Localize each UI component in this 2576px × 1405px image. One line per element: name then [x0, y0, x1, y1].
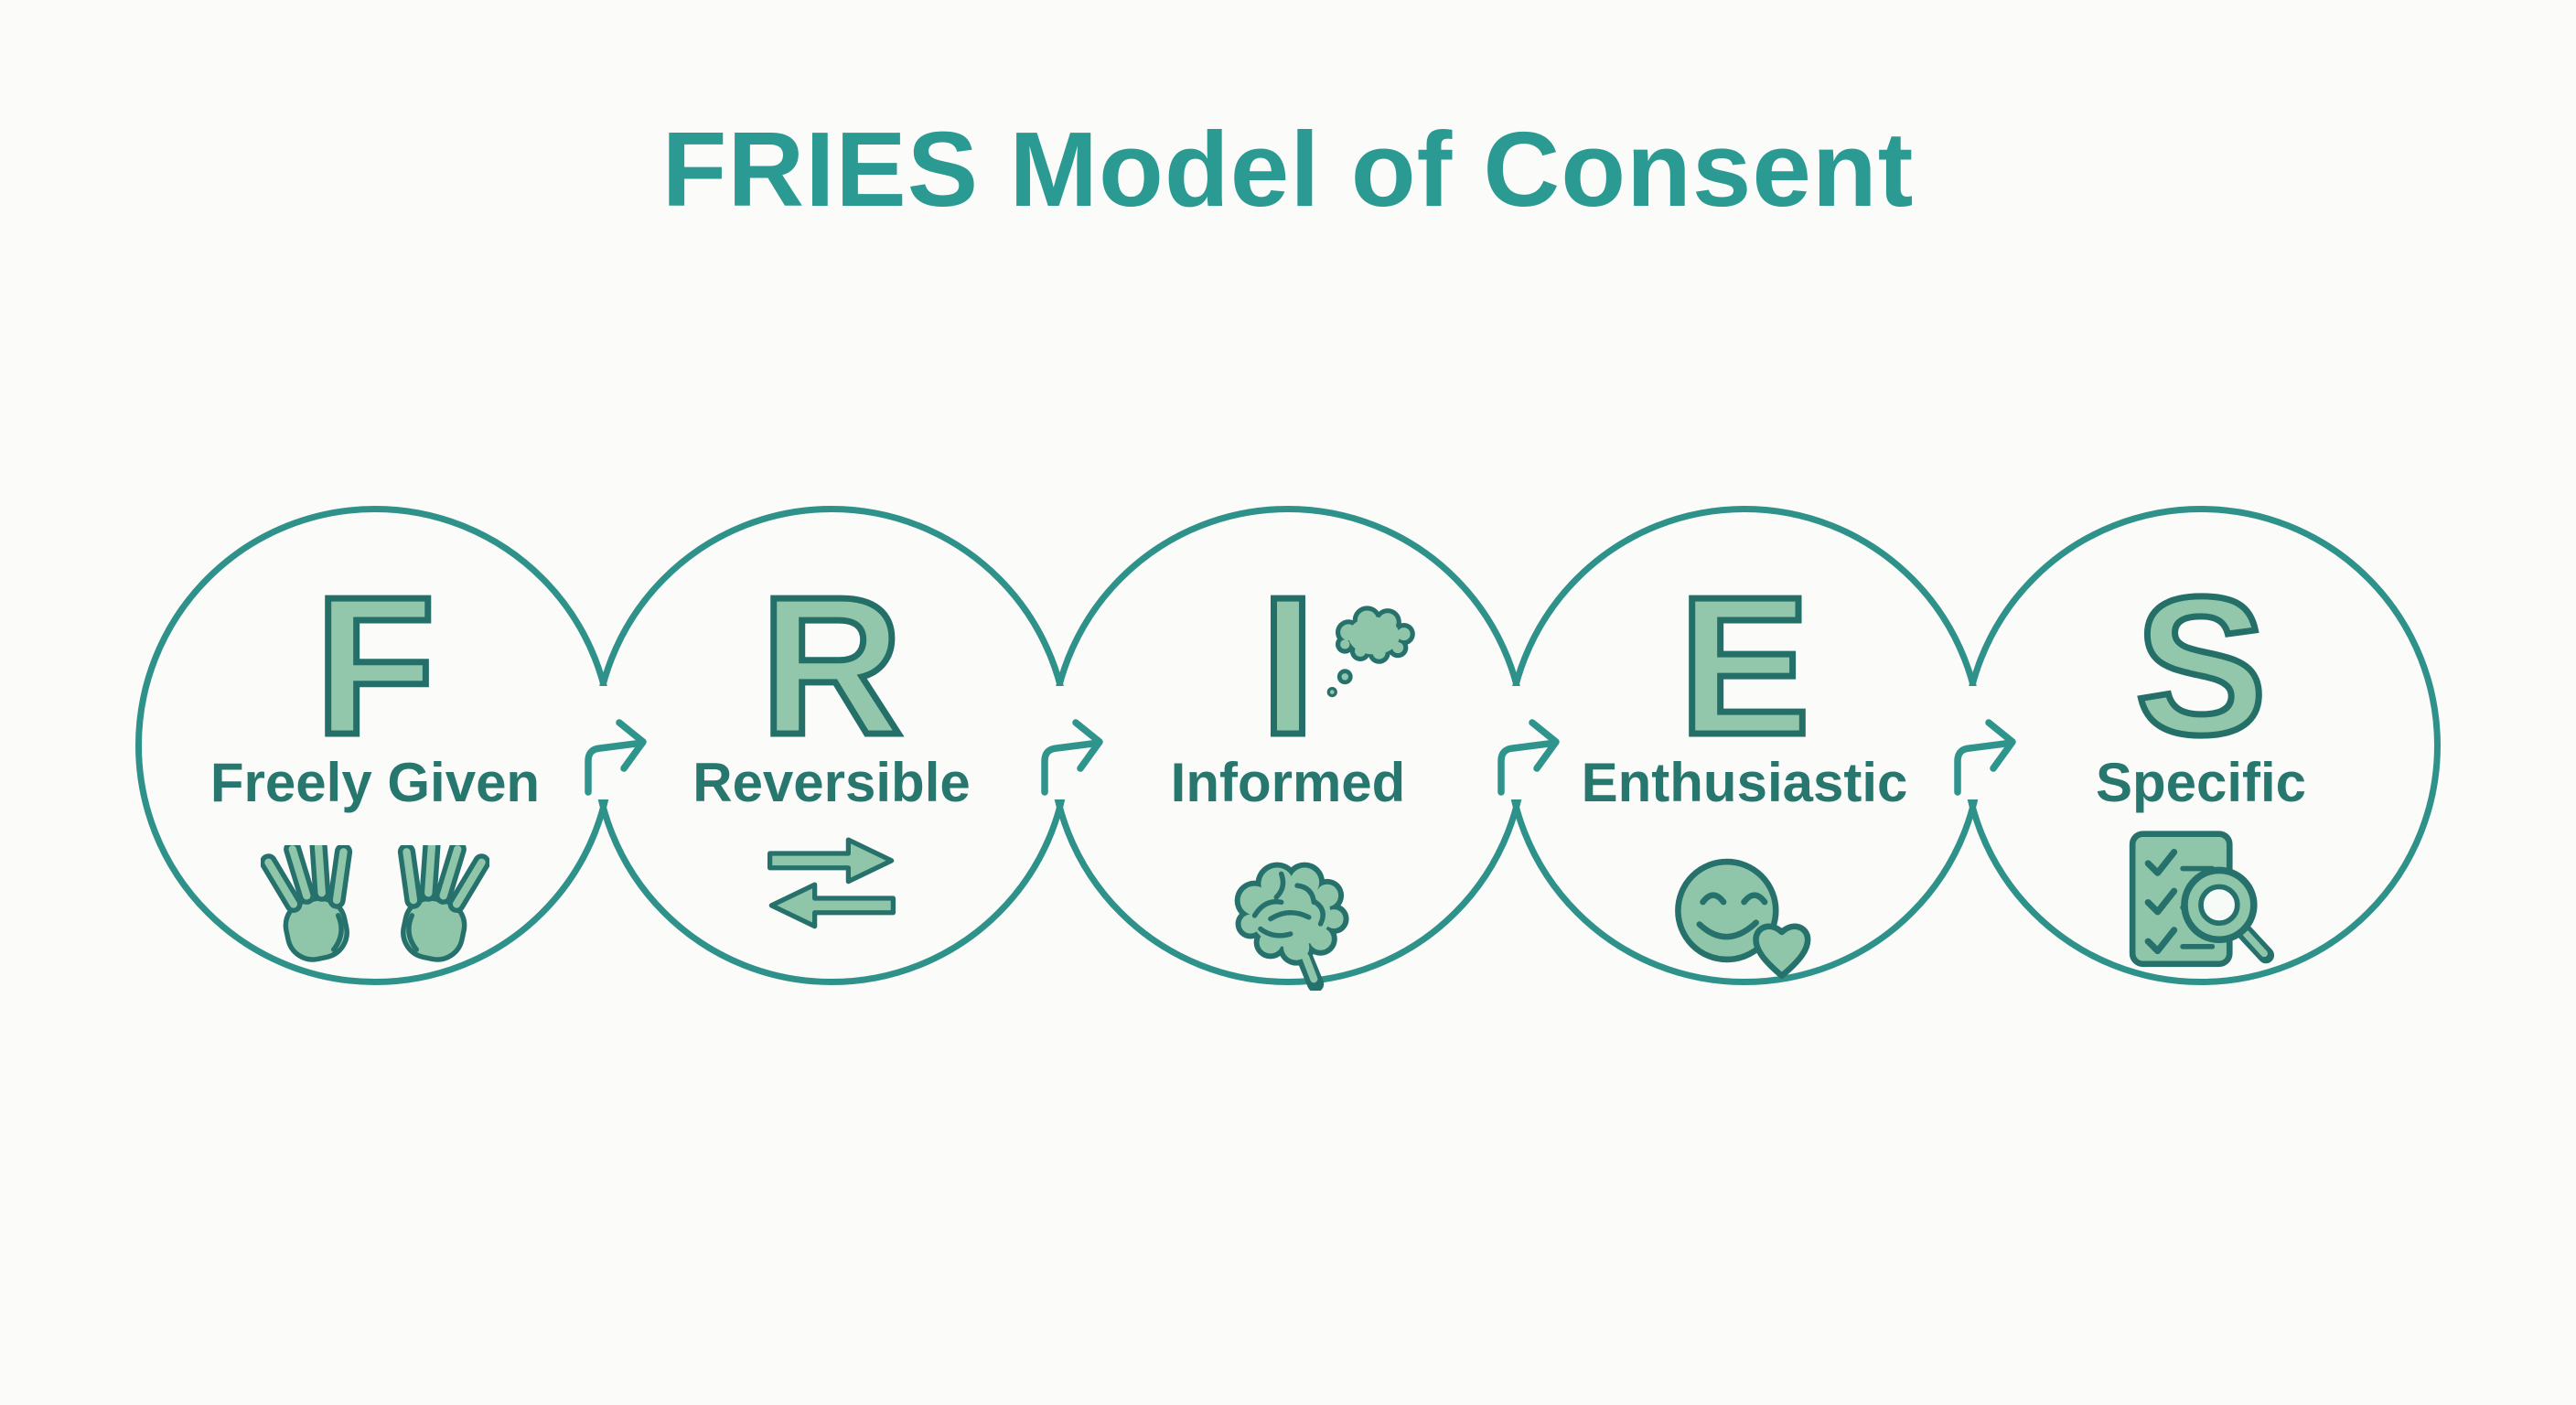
- thought-bubble-icon: [1323, 592, 1425, 705]
- reverse-arrows-icon: [763, 834, 900, 930]
- label-freely-given: Freely Given: [209, 752, 541, 813]
- smiley-heart-icon: [1660, 849, 1830, 986]
- letter-e: E: [1676, 555, 1813, 776]
- circle-freely-given: F Freely Given: [135, 506, 615, 985]
- letter-row: S: [2132, 555, 2270, 776]
- checklist-magnifier-icon: [2119, 827, 2283, 978]
- page-title: FRIES Model of Consent: [661, 110, 1915, 229]
- label-informed: Informed: [1170, 752, 1406, 813]
- circle-enthusiastic: E Enthusiastic: [1505, 506, 1984, 985]
- label-specific: Specific: [2095, 752, 2307, 813]
- letter-s: S: [2132, 555, 2270, 776]
- letter-row: F: [312, 555, 438, 776]
- brain-icon: [1215, 849, 1361, 991]
- open-hands-icon: [261, 845, 489, 962]
- flow-arrow-icon: [1488, 686, 1560, 799]
- label-reversible: Reversible: [692, 752, 971, 813]
- flow-arrow-icon: [1945, 686, 2016, 799]
- circle-specific: S Specific: [1961, 506, 2441, 985]
- letter-i: I: [1258, 555, 1319, 776]
- flow-arrow-icon: [1032, 686, 1103, 799]
- letter-row: R: [757, 555, 906, 776]
- letter-f: F: [312, 555, 438, 776]
- label-enthusiastic: Enthusiastic: [1581, 752, 1908, 813]
- letter-r: R: [757, 555, 906, 776]
- letter-row: I: [1258, 555, 1415, 776]
- letter-row: E: [1676, 555, 1813, 776]
- flow-arrow-icon: [575, 686, 647, 799]
